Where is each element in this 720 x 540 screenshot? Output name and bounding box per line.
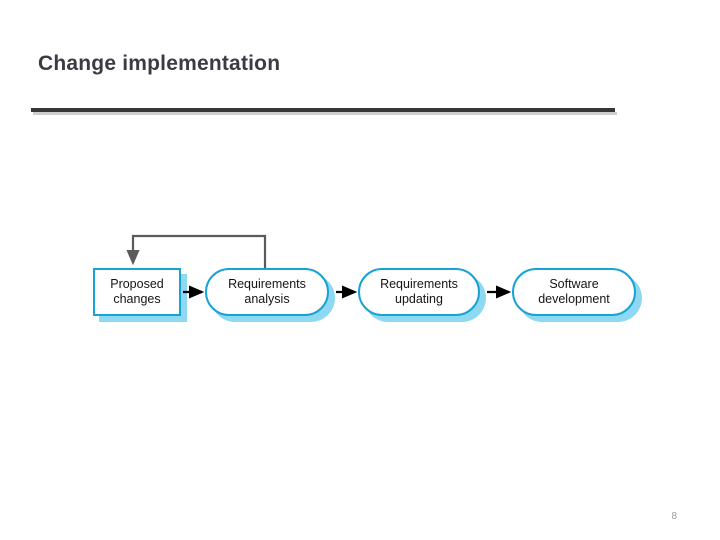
node-label-line1: Requirements <box>228 277 306 292</box>
title-divider-shadow <box>33 112 617 115</box>
node-label-line2: analysis <box>244 292 290 306</box>
page-title: Change implementation <box>38 52 281 75</box>
node-label-proposed-changes: Proposed changes <box>104 277 170 307</box>
node-label-requirements-updating: Requirements updating <box>374 277 464 307</box>
node-label-software-development: Software development <box>532 277 616 307</box>
node-software-development[interactable]: Software development <box>512 268 636 316</box>
node-label-line1: Proposed <box>110 277 164 292</box>
node-requirements-updating[interactable]: Requirements updating <box>358 268 480 316</box>
node-requirements-analysis[interactable]: Requirements analysis <box>205 268 329 316</box>
title-divider <box>31 108 615 112</box>
node-label-line2: development <box>538 292 610 306</box>
node-label-line1: Requirements <box>380 277 458 292</box>
node-label-line1: Software <box>549 277 599 292</box>
node-label-requirements-analysis: Requirements analysis <box>222 277 312 307</box>
node-proposed-changes[interactable]: Proposed changes <box>93 268 181 316</box>
node-label-line2: updating <box>395 292 443 306</box>
node-label-line2: changes <box>113 292 161 306</box>
feedback-analysis-to-proposed <box>126 234 267 268</box>
page-number: 8 <box>671 511 677 522</box>
